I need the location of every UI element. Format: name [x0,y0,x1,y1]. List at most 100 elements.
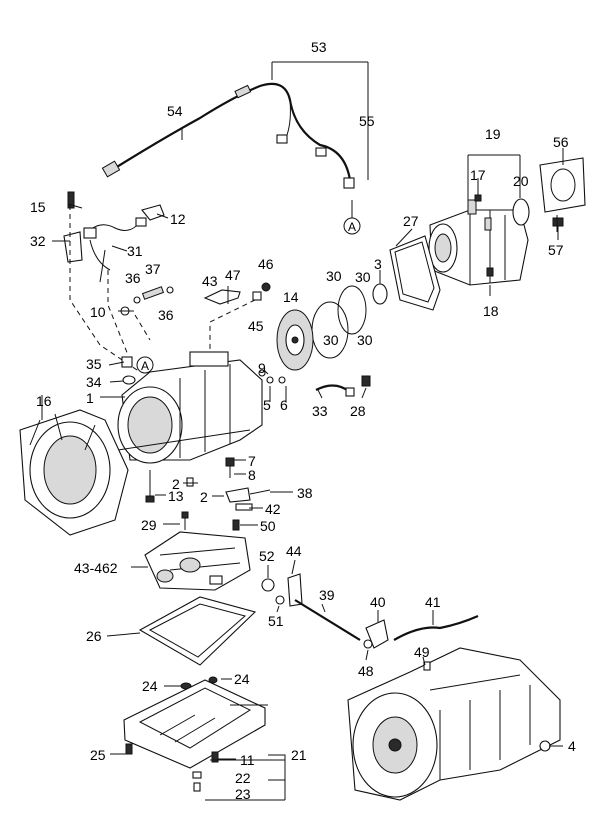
transmission-case [117,351,263,464]
label-42: 42 [265,501,281,517]
label-55: 55 [359,113,375,129]
label-13: 13 [168,488,184,504]
label-43: 43 [202,273,218,289]
label-2-b: 2 [200,489,208,505]
rear-cover-gasket [539,148,586,213]
label-4: 4 [568,738,576,754]
washer-2 [186,477,194,487]
bracket-32 [63,231,83,263]
label-34: 34 [86,374,102,390]
label-8: 8 [248,467,256,483]
small-case-fittings [258,369,286,384]
label-49: 49 [414,644,430,660]
bolt-17 [474,178,482,202]
bolts-29-50 [181,511,240,531]
leader-lines [52,203,563,760]
label-48: 48 [358,663,374,679]
extension-housing [428,154,530,286]
extension-gasket [389,235,441,311]
label-9: 9 [258,360,266,376]
label-18: 18 [483,303,499,319]
oil-pump-14 [276,309,314,371]
label-47: 47 [225,267,241,283]
label-54: 54 [167,103,183,119]
callout-a-top: A [343,200,361,235]
label-12: 12 [170,211,186,227]
label-15: 15 [30,199,46,215]
bracket-12 [141,204,165,221]
label-36-a: 36 [125,270,141,286]
label-29: 29 [141,517,157,533]
wiring-harness-31 [83,217,147,283]
label-52: 52 [259,548,275,564]
bushing-3 [372,270,388,305]
label-57: 57 [548,242,564,258]
oil-pan-gasket-26 [138,596,257,666]
small-hardware [120,282,271,316]
lever-40 [363,619,389,649]
label-24-a: 24 [142,678,158,694]
speed-sensor-33 [315,375,371,397]
label-30-a: 30 [326,268,342,284]
callout-a-top-text: A [348,220,356,234]
label-23: 23 [235,786,251,802]
label-37: 37 [145,261,161,277]
label-31: 31 [127,243,143,259]
label-43-462: 43-462 [74,560,118,576]
label-21: 21 [291,747,307,763]
plug-35 [121,356,136,385]
label-30-c: 30 [323,332,339,348]
label-40: 40 [370,594,386,610]
label-11: 11 [240,752,255,768]
detent-lever-38 [225,487,271,511]
label-3: 3 [374,256,382,272]
bolts-7-8 [225,457,235,478]
sensor-15 [67,191,75,209]
label-44: 44 [286,543,302,559]
label-20: 20 [513,173,529,189]
label-16: 16 [36,393,52,409]
label-28: 28 [350,403,366,419]
bolts-22-23 [192,771,202,792]
bracket-lines [205,704,286,801]
label-32: 32 [30,233,46,249]
assembled-transmission [347,647,561,801]
label-22: 22 [235,770,251,786]
label-7: 7 [248,453,256,469]
label-25: 25 [90,747,106,763]
oil-pan-21 [123,679,266,769]
label-39: 39 [319,587,335,603]
label-30-b: 30 [355,269,371,285]
label-36-b: 36 [158,307,174,323]
label-51: 51 [268,613,284,629]
manual-shaft-39 [294,599,361,641]
label-30-d: 30 [357,332,373,348]
valve-body [144,531,251,591]
label-5: 5 [263,397,271,413]
label-10: 10 [90,304,106,320]
label-53: 53 [311,39,327,55]
label-35: 35 [86,356,102,372]
label-27: 27 [403,213,419,229]
label-56: 56 [553,134,569,150]
callout-a-mid-text: A [141,359,149,373]
label-46: 46 [258,256,274,272]
label-14: 14 [283,289,299,305]
label-38: 38 [297,485,313,501]
bolt-57 [552,217,564,240]
sensor-harness-assembly [101,61,369,189]
label-26: 26 [86,628,102,644]
stud-18 [486,267,494,296]
callout-a-mid: A [136,356,154,374]
bolt-13 [145,470,155,503]
label-6: 6 [280,397,288,413]
label-1: 1 [86,390,94,406]
cable-41 [393,614,479,641]
label-24-b: 24 [234,671,250,687]
label-45: 45 [248,318,264,334]
converter-housing-16 [19,395,129,536]
part-labels: 53 54 55 56 19 17 20 15 12 32 31 27 57 4… [30,39,576,802]
label-17: 17 [470,167,486,183]
label-33: 33 [312,403,328,419]
